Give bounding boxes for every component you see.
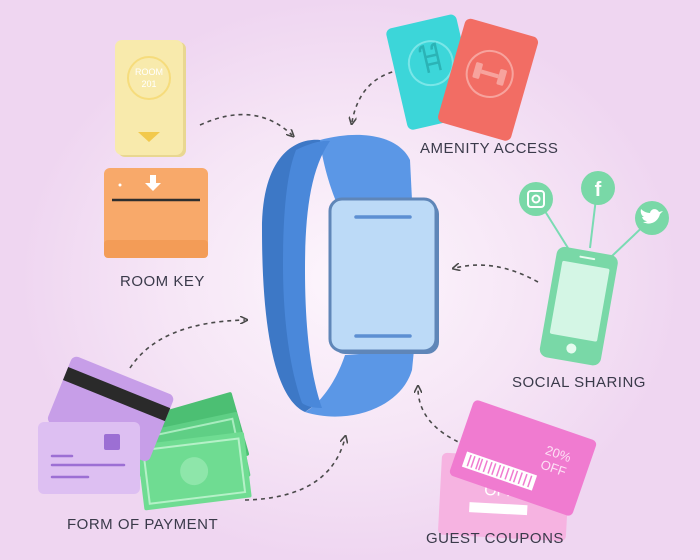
pool-ladder-icon bbox=[418, 42, 442, 74]
arrow-room-key bbox=[199, 113, 292, 135]
barcode bbox=[461, 451, 538, 491]
cash-bills bbox=[127, 392, 252, 511]
dumbbell-icon bbox=[472, 62, 507, 86]
twitter-icon bbox=[635, 201, 669, 235]
arrow-coupons bbox=[418, 388, 466, 446]
label-social-sharing: SOCIAL SHARING bbox=[512, 374, 646, 391]
room-key-card: ROOM 201 bbox=[115, 40, 186, 157]
svg-text:f: f bbox=[595, 179, 602, 201]
key-reader bbox=[104, 168, 208, 258]
payment-card-front bbox=[38, 422, 140, 494]
svg-text:ROOM: ROOM bbox=[135, 67, 163, 77]
label-room-key: ROOM KEY bbox=[120, 273, 205, 290]
arrow-social bbox=[455, 265, 539, 283]
arrow-amenity bbox=[352, 69, 401, 122]
amenity-gym-card bbox=[438, 18, 539, 141]
label-form-of-payment: FORM OF PAYMENT bbox=[67, 516, 219, 533]
smartphone bbox=[539, 246, 618, 366]
label-guest-coupons: GUEST COUPONS bbox=[426, 530, 564, 547]
arrow-payment bbox=[129, 320, 245, 369]
down-arrow-icon bbox=[145, 175, 161, 191]
instagram-icon bbox=[519, 182, 553, 216]
label-amenity-access: AMENITY ACCESS bbox=[420, 140, 559, 157]
svg-text:201: 201 bbox=[141, 79, 156, 89]
arrow-cash bbox=[244, 438, 345, 501]
wristband bbox=[262, 134, 439, 417]
coupon-front: 20% OFF bbox=[449, 400, 597, 516]
facebook-icon: f bbox=[581, 171, 615, 205]
wristband-screen bbox=[328, 197, 438, 353]
